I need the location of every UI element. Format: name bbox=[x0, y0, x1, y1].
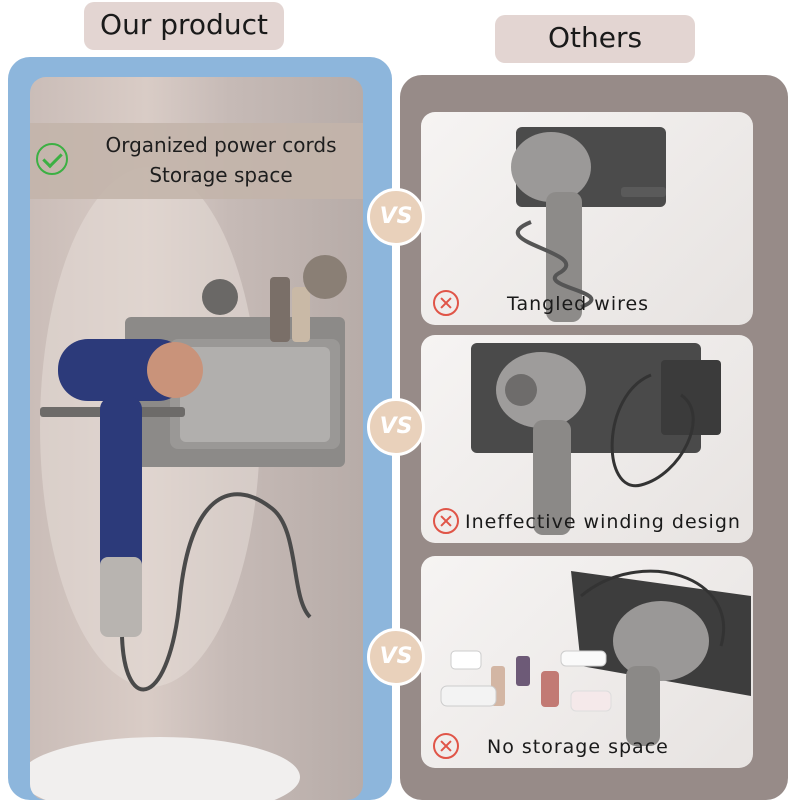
check-icon bbox=[36, 143, 68, 175]
header-our-product: Our product bbox=[84, 2, 284, 50]
header-others: Others bbox=[495, 15, 695, 63]
benefit-storage-space: Storage space bbox=[149, 163, 293, 187]
x-icon bbox=[433, 290, 459, 316]
competitor-holder-2-illustration bbox=[471, 343, 721, 535]
competitor-holder-1-illustration bbox=[511, 127, 666, 322]
caption-text: Ineffective winding design bbox=[465, 511, 741, 533]
x-icon bbox=[433, 508, 459, 534]
comparison-card-winding: Ineffective winding design bbox=[421, 335, 753, 543]
comparison-card-no-storage: No storage space bbox=[421, 556, 753, 768]
benefits-banner: Organized power cords Storage space bbox=[30, 123, 363, 199]
our-product-photo: Organized power cords Storage space bbox=[30, 77, 363, 800]
caption-row: Ineffective winding design bbox=[421, 505, 753, 539]
x-icon bbox=[433, 733, 459, 759]
comparison-card-tangled: Tangled wires bbox=[421, 112, 753, 325]
competitor-holder-3-illustration bbox=[440, 569, 751, 746]
caption-text: Tangled wires bbox=[507, 293, 650, 315]
caption-row: No storage space bbox=[421, 730, 753, 764]
caption-row: Tangled wires bbox=[421, 287, 753, 321]
vs-badge: VS bbox=[367, 398, 425, 456]
hair-dryer-holder-illustration bbox=[30, 167, 347, 800]
caption-text: No storage space bbox=[487, 736, 669, 758]
vs-badge: VS bbox=[367, 628, 425, 686]
vs-badge: VS bbox=[367, 188, 425, 246]
benefit-organized-cords: Organized power cords bbox=[105, 133, 337, 157]
